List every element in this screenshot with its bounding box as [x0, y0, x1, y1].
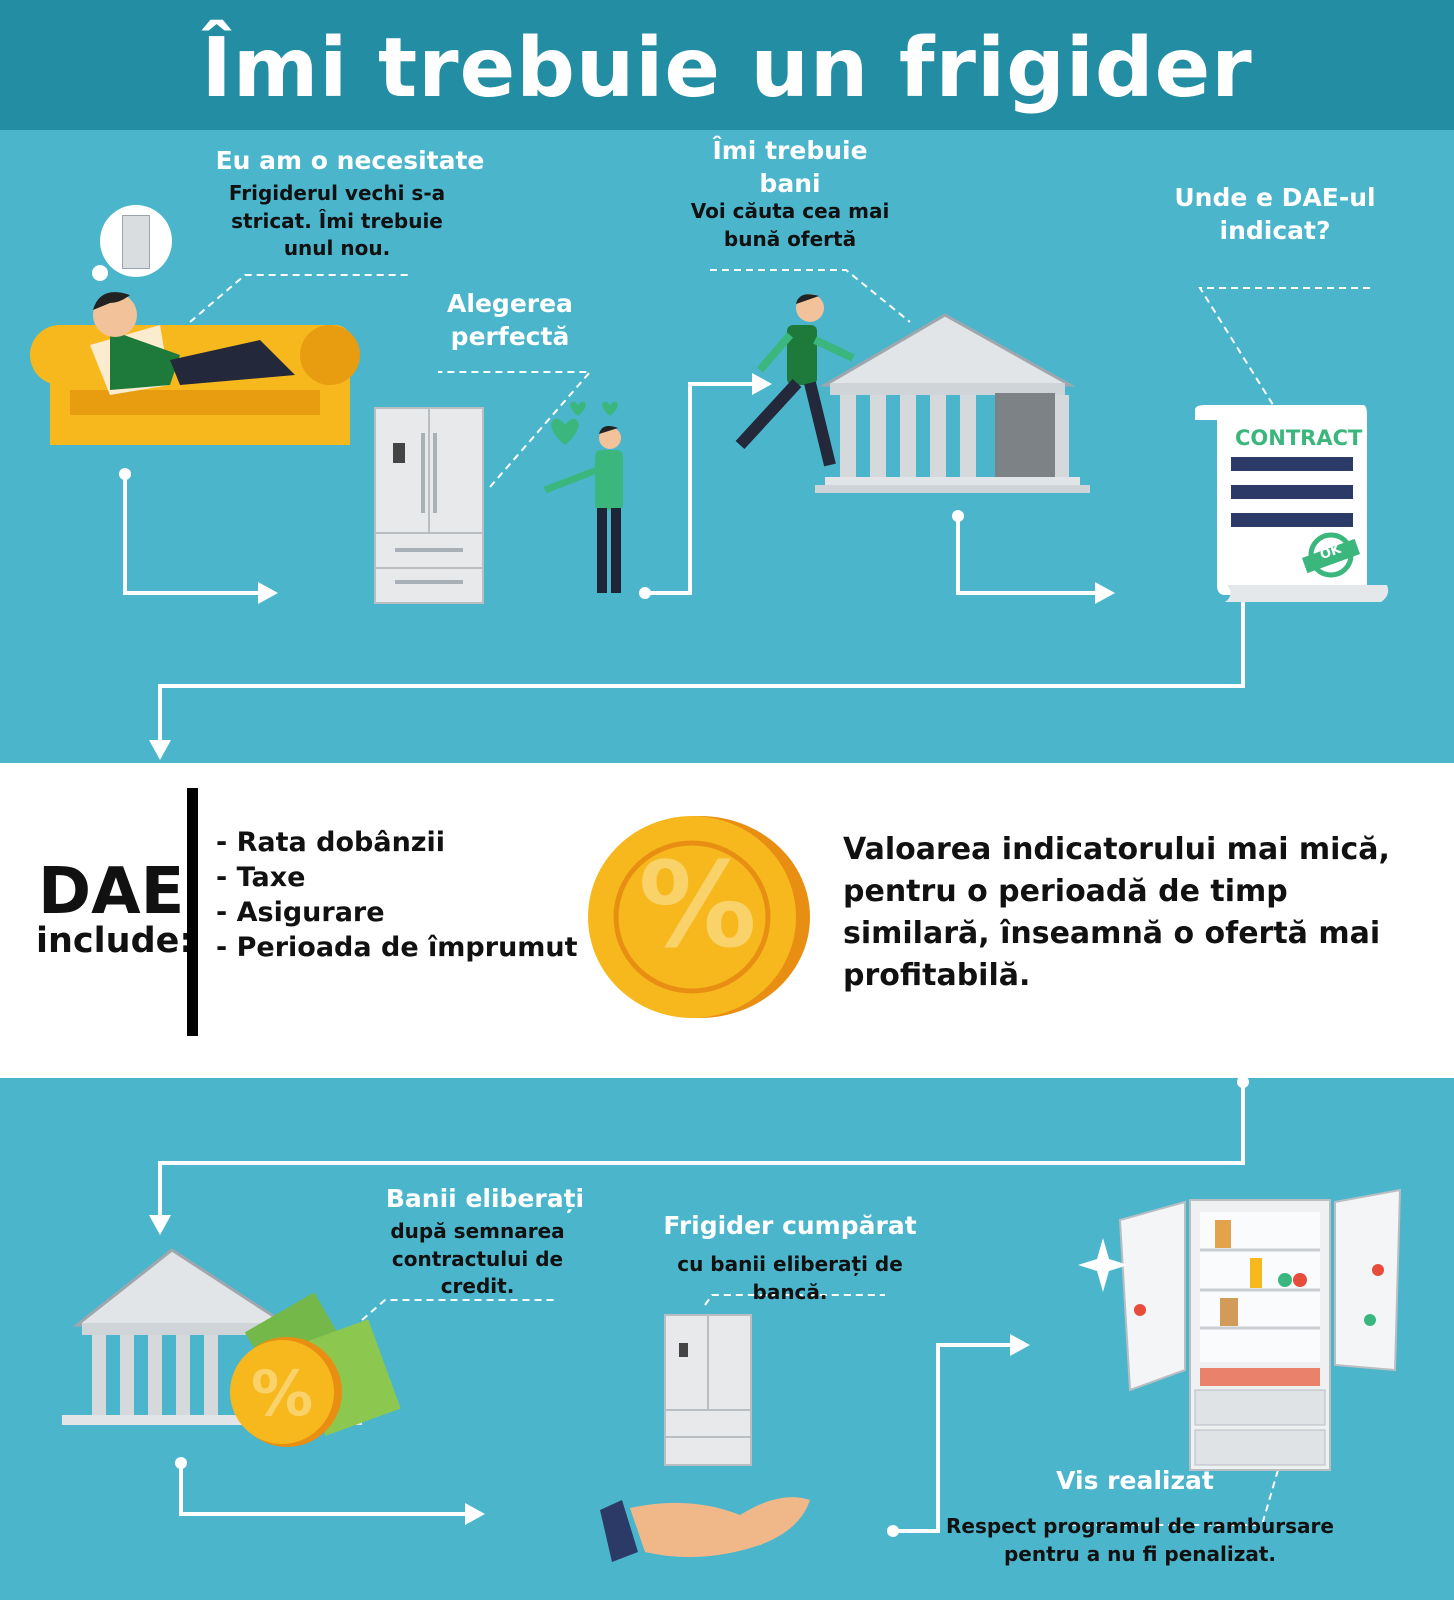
divider-bar — [187, 788, 198, 1036]
bought-text: cu banii eliberați de bancă. — [677, 1252, 903, 1304]
connector-6 — [179, 1463, 465, 1516]
dae-item: - Taxe — [216, 862, 306, 893]
connector-3 — [956, 516, 1095, 595]
contract-label: CONTRACT — [1235, 426, 1363, 450]
dae-item: - Perioada de împrumut — [216, 932, 578, 963]
small-fridge-icon — [122, 215, 150, 269]
open-fridge-food-icon — [1118, 1188, 1402, 1471]
released-heading: Banii eliberați — [385, 1184, 585, 1213]
sofa-person-icon — [30, 292, 360, 445]
dae-panel: DAE include: - Rata dobânzii - Taxe - As… — [0, 763, 1454, 1078]
dae-item: - Asigurare — [216, 897, 385, 928]
released-text: după semnarea contractului de credit. — [390, 1219, 565, 1299]
dae-question-heading: Unde e DAE-ul indicat? — [1174, 183, 1376, 245]
fridge-icon — [374, 407, 484, 604]
sparkle-icon — [1078, 1238, 1128, 1292]
coin-percent-symbol: % — [638, 836, 757, 974]
bank-building-icon — [815, 313, 1090, 493]
choice-heading: Alegerea perfectă — [447, 289, 573, 351]
contract-document-icon — [1195, 405, 1389, 602]
connector-1 — [123, 474, 258, 595]
percent-coin-icon — [588, 816, 810, 1018]
dae-items-list: - Rata dobânzii - Taxe - Asigurare - Per… — [216, 825, 578, 965]
thought-dot — [92, 265, 108, 281]
dae-statement: Valoarea indicatorului mai mică, pentru … — [843, 832, 1390, 993]
connector-2 — [645, 382, 752, 595]
bank-money-icon: % — [62, 1248, 401, 1447]
hand-icon — [600, 1497, 810, 1562]
person-in-love-icon — [543, 401, 623, 593]
need-heading: Eu am o necesitate — [215, 146, 485, 175]
page-title: Îmi trebuie un frigider — [201, 21, 1253, 116]
money-text: Voi căuta cea mai bună ofertă — [690, 199, 890, 251]
dae-item: - Rata dobânzii — [216, 827, 446, 858]
running-person-icon — [735, 294, 855, 467]
connector-4 — [158, 600, 1245, 740]
svg-text:%: % — [251, 1357, 313, 1430]
connector-7 — [893, 1343, 1010, 1533]
money-heading: Îmi trebuie bani — [712, 136, 868, 198]
connector-5 — [158, 1082, 1245, 1215]
dae-include-label: include: — [36, 921, 194, 961]
dream-text: Respect programul de rambursare pentru a… — [946, 1514, 1334, 1566]
need-text: Frigiderul vechi s-a stricat. Îmi trebui… — [228, 181, 446, 261]
dream-heading: Vis realizat — [1056, 1466, 1214, 1495]
small-fridge-icon — [664, 1314, 752, 1466]
header-bar: Îmi trebuie un frigider — [0, 0, 1454, 130]
bought-heading: Frigider cumpărat — [663, 1211, 917, 1240]
dae-word: DAE — [38, 855, 185, 929]
thought-bubble — [100, 205, 172, 277]
